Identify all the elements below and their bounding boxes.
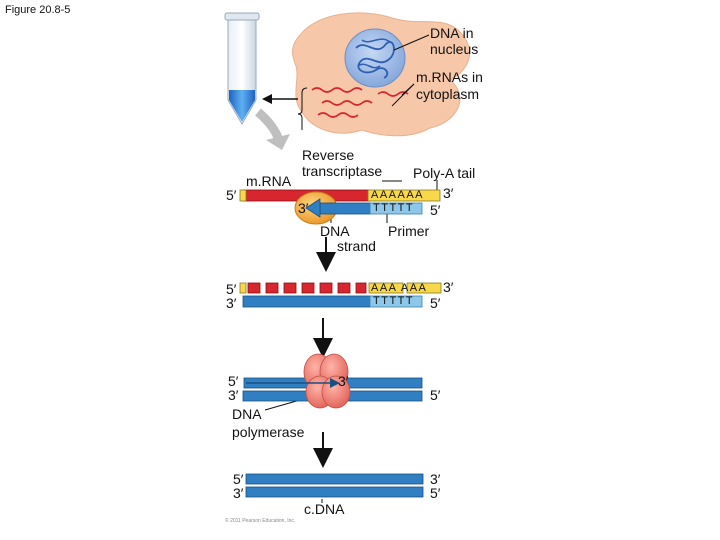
label-reverse-transcriptase-line2: transcriptase xyxy=(302,163,383,179)
label-poly-a-tail: Poly-A tail xyxy=(413,165,476,181)
label-dna-in-nucleus-line2: nucleus xyxy=(430,41,479,57)
stage3-top-5prime: 5′ xyxy=(228,373,239,389)
stage2-primer-5prime: 5′ xyxy=(430,295,441,311)
label-dna-in-nucleus-line1: DNA in xyxy=(430,25,474,41)
label-cdna: c.DNA xyxy=(304,501,345,517)
label-mrnas-in-cytoplasm-line1: m.RNAs in xyxy=(416,69,483,85)
stage1-primer-5prime: 5′ xyxy=(430,202,441,218)
stage1-dna-3prime: 3′ xyxy=(298,200,309,216)
stage3-bottom-3prime: 3′ xyxy=(228,387,239,403)
stage3-new-strand-3prime: 3′ xyxy=(338,373,349,389)
curved-arrow-icon xyxy=(255,108,290,150)
stage2-poly-a-sequence: AAA AAA xyxy=(371,282,428,294)
label-dna-strand-line2: strand xyxy=(337,238,376,254)
stage2-bottom-3prime: 3′ xyxy=(226,295,237,311)
stage4-bottom-3prime: 3′ xyxy=(233,485,244,501)
stage4-top-5prime: 5′ xyxy=(233,471,244,487)
label-primer: Primer xyxy=(388,223,430,239)
dna-polymerase-icon xyxy=(303,353,351,409)
stage2-poly-t-sequence: TTTTT xyxy=(373,295,415,307)
stage-4-cdna xyxy=(245,473,424,503)
stage1-mrna-5prime: 5′ xyxy=(226,187,237,203)
label-mrna: m.RNA xyxy=(246,173,292,189)
stage2-top-5prime: 5′ xyxy=(226,281,237,297)
label-dna-strand-line1: DNA xyxy=(320,223,350,239)
stage1-mrna-3prime: 3′ xyxy=(443,185,454,201)
extraction-bracket xyxy=(262,87,308,130)
stage3-bottom-5prime: 5′ xyxy=(430,387,441,403)
label-dna-polymerase-line1: DNA xyxy=(232,406,262,422)
nucleus xyxy=(344,28,406,88)
label-mrnas-in-cytoplasm-line2: cytoplasm xyxy=(416,86,480,102)
test-tube-icon xyxy=(224,12,260,125)
label-dna-polymerase-line2: polymerase xyxy=(232,424,305,440)
copyright-notice: © 2011 Pearson Education, Inc. xyxy=(225,518,296,524)
stage-3-second-strand xyxy=(242,353,423,409)
stage1-poly-a-sequence: AAAAAA xyxy=(371,189,425,201)
cytoplasm-mrnas xyxy=(311,87,409,118)
stage-2-mrna-degraded xyxy=(239,282,442,308)
pointer-lines xyxy=(264,34,438,411)
stage4-top-3prime: 3′ xyxy=(430,471,441,487)
stage4-bottom-5prime: 5′ xyxy=(430,485,441,501)
figure-label: Figure 20.8-5 xyxy=(5,4,71,16)
label-reverse-transcriptase-line1: Reverse xyxy=(302,147,355,163)
stage-1-reverse-transcription xyxy=(239,189,441,225)
stage2-top-3prime: 3′ xyxy=(443,279,454,295)
stage1-poly-t-sequence: TTTTT xyxy=(373,202,415,214)
